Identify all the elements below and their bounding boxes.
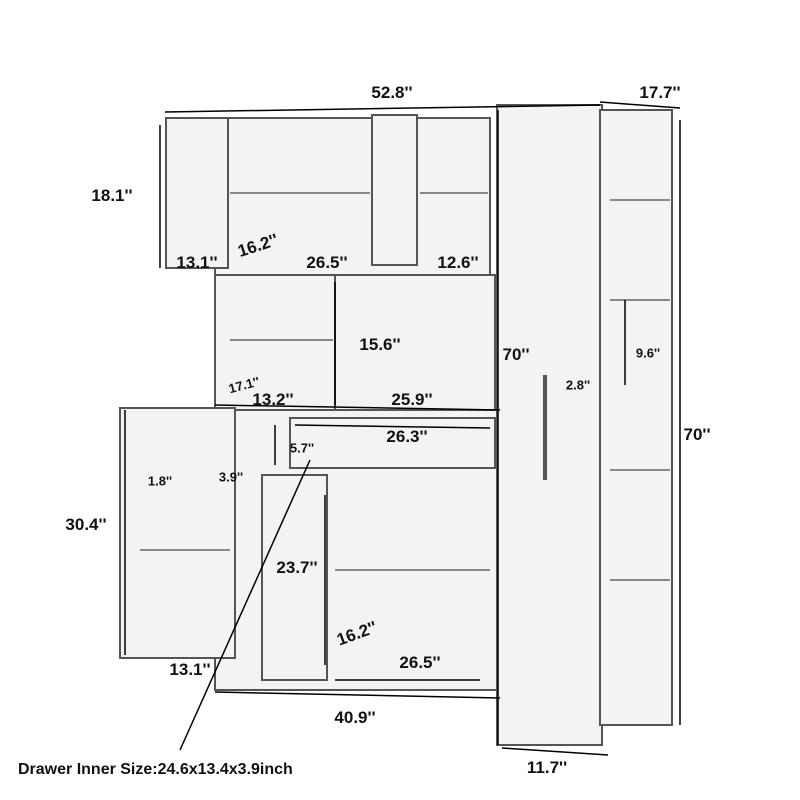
column-height-label: 70'' (502, 345, 530, 364)
drawer-height-label: 5.7'' (289, 440, 315, 456)
drawer-inner-size-note: Drawer Inner Size:24.6x13.4x3.9inch (18, 761, 293, 778)
middle-right-width-label: 25.9'' (391, 390, 433, 409)
drawer (289, 417, 496, 469)
side-shelf-height-label: 9.6'' (635, 345, 661, 361)
lower-height-label: 30.4'' (65, 515, 107, 534)
tall-column (496, 104, 603, 746)
upper-left-door (165, 117, 229, 269)
drawer-width-label: 26.3'' (386, 427, 428, 446)
upper-cabinet (214, 117, 491, 276)
base-width-label: 40.9'' (334, 708, 376, 727)
dimension-lines (124, 101, 681, 756)
door-rack-depth-label: 3.9'' (218, 469, 244, 485)
upper-middle-door (371, 114, 418, 266)
upper-width-label: 26.5'' (306, 253, 348, 272)
lower-left-depth-label: 13.1'' (169, 660, 211, 679)
column-side (599, 109, 673, 726)
middle-height-label: 15.6'' (359, 335, 401, 354)
lower-inner-height-label: 23.7'' (276, 558, 318, 577)
side-depth-label: 17.7'' (639, 83, 681, 102)
middle-open-section (214, 274, 496, 411)
total-width-label: 52.8'' (371, 83, 413, 102)
upper-height-label: 18.1'' (91, 186, 133, 205)
lower-width-label: 26.5'' (399, 653, 441, 672)
side-shelf-depth-label: 2.8'' (565, 377, 591, 393)
middle-left-width-label: 13.2'' (252, 390, 294, 409)
upper-left-depth-label: 13.1'' (176, 253, 218, 272)
door-rack-height-label: 1.8'' (147, 473, 173, 489)
upper-right-width-label: 12.6'' (437, 253, 479, 272)
overall-height-label: 70'' (683, 425, 711, 444)
lower-left-door (119, 407, 236, 659)
column-width-label: 11.7'' (526, 758, 568, 777)
lower-middle-door (261, 474, 328, 681)
